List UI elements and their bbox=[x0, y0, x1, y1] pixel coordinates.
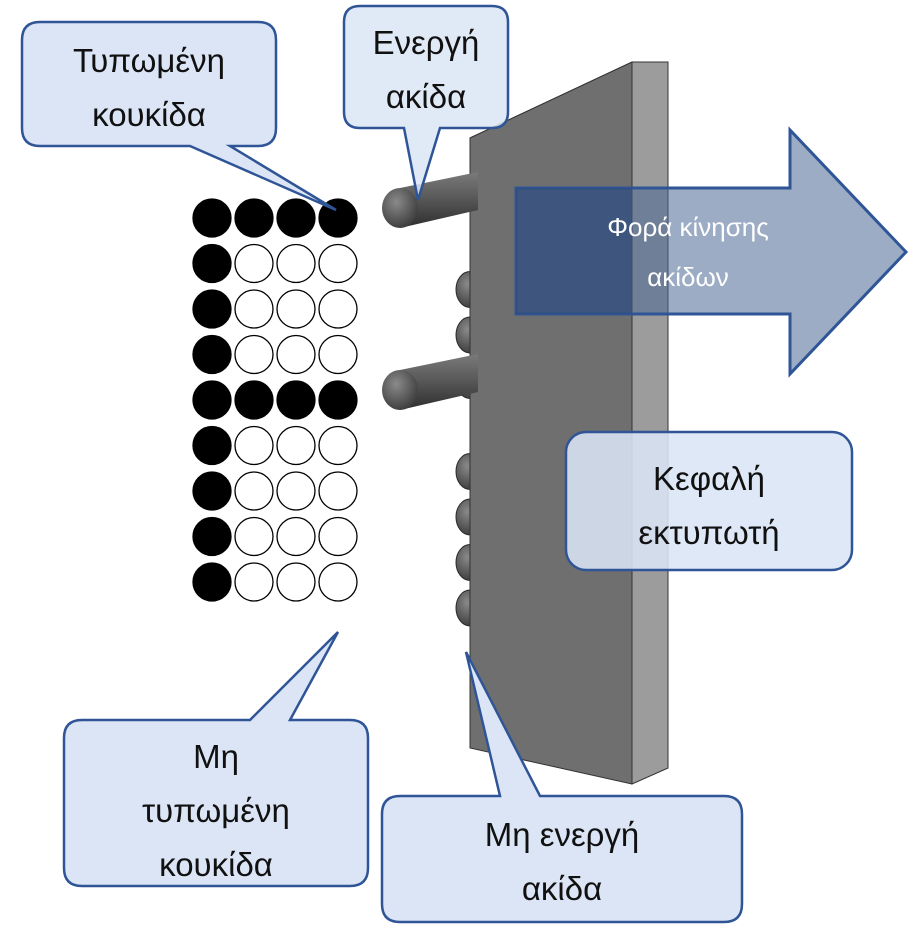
callout-unprinted-dot: Μη τυπωμένη κουκίδα bbox=[62, 631, 370, 888]
active-pin bbox=[382, 172, 478, 228]
printed-dot bbox=[192, 562, 232, 602]
printed-dot bbox=[192, 380, 232, 420]
callout-inactive-pin: Μη ενεργή ακίδα bbox=[380, 651, 744, 924]
unprinted-dot bbox=[276, 562, 316, 602]
unprinted-dot bbox=[318, 425, 358, 466]
unprinted-dot bbox=[318, 562, 358, 602]
printed-dot bbox=[192, 516, 232, 557]
unprinted-dot bbox=[234, 425, 274, 466]
callout-printer-head-line-2: εκτυπωτή bbox=[638, 514, 779, 551]
unprinted-dot bbox=[276, 243, 316, 284]
unprinted-dot bbox=[234, 334, 274, 375]
arrow-label-line-1: Φορά κίνησης bbox=[607, 212, 769, 242]
unprinted-dot bbox=[276, 334, 316, 375]
printed-dot bbox=[234, 380, 274, 420]
callout-printer-head-line-1: Κεφαλή bbox=[653, 460, 765, 497]
printed-dot bbox=[234, 198, 274, 238]
unprinted-dot bbox=[276, 289, 316, 329]
callout-active-pin: Ενεργή ακίδα bbox=[342, 4, 510, 201]
printed-dot bbox=[276, 380, 316, 420]
callout-printer-head: Κεφαλή εκτυπωτή bbox=[564, 430, 854, 572]
unprinted-dot bbox=[318, 334, 358, 375]
unprinted-dot bbox=[234, 243, 274, 284]
printed-dot bbox=[192, 289, 232, 329]
callout-inactive-pin-line-2: ακίδα bbox=[522, 870, 602, 907]
printed-dot bbox=[192, 198, 232, 238]
unprinted-dot bbox=[318, 471, 358, 511]
unprinted-dot bbox=[276, 516, 316, 557]
printed-dot bbox=[192, 334, 232, 375]
printed-dot bbox=[192, 243, 232, 284]
printed-dot bbox=[192, 425, 232, 466]
dot-matrix bbox=[192, 198, 358, 602]
arrow-label-line-2: ακίδων bbox=[647, 262, 729, 292]
callout-unprinted-dot-line-3: κουκίδα bbox=[159, 846, 273, 883]
callout-printed-dot: Τυπωμένη κουκίδα bbox=[20, 20, 337, 212]
printed-dot bbox=[318, 198, 358, 238]
unprinted-dot bbox=[234, 516, 274, 557]
printed-dot bbox=[192, 471, 232, 511]
printer-head-front bbox=[469, 61, 633, 785]
unprinted-dot bbox=[234, 289, 274, 329]
callout-printed-dot-line-2: κουκίδα bbox=[92, 96, 206, 133]
callout-unprinted-dot-line-2: τυπωμένη bbox=[142, 792, 290, 829]
unprinted-dot bbox=[318, 243, 358, 284]
callout-unprinted-dot-line-1: Μη bbox=[193, 738, 239, 775]
active-pin bbox=[382, 354, 478, 410]
printed-dot bbox=[318, 380, 358, 420]
printer-head-side bbox=[631, 61, 669, 785]
callout-printed-dot-line-1: Τυπωμένη bbox=[73, 42, 225, 79]
unprinted-dot bbox=[318, 289, 358, 329]
unprinted-dot bbox=[276, 471, 316, 511]
unprinted-dot bbox=[234, 471, 274, 511]
unprinted-dot bbox=[318, 516, 358, 557]
motion-direction-arrow: Φορά κίνησης ακίδων bbox=[514, 126, 909, 378]
unprinted-dot bbox=[276, 425, 316, 466]
callout-active-pin-line-2: ακίδα bbox=[386, 78, 466, 115]
callout-active-pin-line-1: Ενεργή bbox=[373, 24, 480, 61]
callout-inactive-pin-line-1: Μη ενεργή bbox=[485, 816, 640, 853]
printed-dot bbox=[276, 198, 316, 238]
printer-head bbox=[469, 61, 669, 785]
unprinted-dot bbox=[234, 562, 274, 602]
